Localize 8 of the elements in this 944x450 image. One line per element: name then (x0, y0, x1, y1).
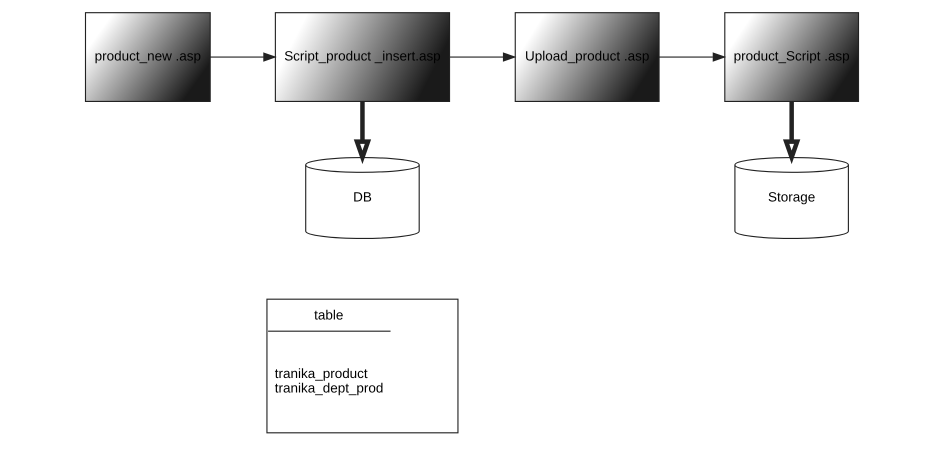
arrow (450, 52, 516, 62)
arrow (782, 102, 800, 164)
arrow (659, 52, 726, 62)
node-box: product_new .asp (84, 12, 211, 102)
node-box: Upload_product .asp (514, 12, 660, 102)
arrow (354, 102, 372, 164)
arrow (210, 52, 277, 62)
node-box: product_Script .asp (724, 12, 860, 102)
